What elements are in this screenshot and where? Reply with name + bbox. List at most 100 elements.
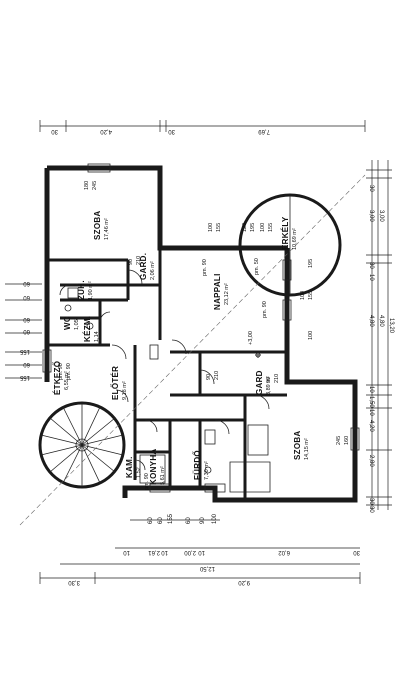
room-name-eloter: ELŐTÉR [111, 366, 120, 400]
opening-90a: 90 [128, 259, 134, 265]
room-area-konyha: 5,61 m² [160, 466, 166, 485]
room-name-furdo: FÜRDŐ [193, 450, 202, 480]
dim-bot-60c: 60 [186, 517, 192, 524]
dimension-right: 30 3,00 30 10 4,80 10 1,50 10 4,20 2,80 … [366, 160, 394, 513]
dim-bot-10b: 10 [161, 549, 168, 555]
dim-left-155b: 155 [19, 374, 30, 380]
dim-bot-100: 100 [212, 513, 218, 524]
dim-left-60c: 60 [23, 316, 30, 322]
dimension-bottom: 60 60 155 60 90 100 10 2,61 10 2,00 10 6… [39, 513, 361, 585]
dim-bot-60b: 60 [158, 517, 164, 524]
room-area-szoba-top: 17,46 m² [104, 218, 110, 240]
opening-100b: 100 [260, 223, 266, 232]
dim-right-10b: 10 [368, 386, 374, 393]
dim-bot-30: 30 [353, 549, 360, 555]
door-swings [59, 269, 270, 471]
fixtures [64, 287, 271, 493]
washbasin-icon [204, 429, 216, 445]
section-line [19, 174, 366, 526]
room-name-zuh: ZUH. [77, 280, 86, 300]
room-name-nappali: NAPPALI [213, 273, 222, 310]
dim-bot-90: 90 [200, 517, 206, 524]
dim-left-155a: 155 [19, 348, 30, 354]
opening-160: 160 [344, 436, 350, 445]
opening-155c: 155 [308, 291, 314, 300]
room-name-kezm: KÉZM. [83, 316, 92, 342]
window-szoba-top [87, 163, 111, 173]
dim-bot-920: 9,20 [238, 579, 250, 585]
interior-walls [47, 248, 287, 500]
pm-labels: pm. 90 pm. 50 pm. 90 pm. 90 pm. 90 pm. 9… [58, 258, 268, 490]
window-szoba-bottom [350, 427, 360, 451]
dim-top-1: 30 [51, 128, 58, 134]
opening-100a: 100 [208, 223, 214, 232]
dim-left-60a: 60 [23, 280, 30, 286]
dim-bot-155: 155 [168, 513, 174, 524]
room-area-erkely: 10,69 m² [292, 228, 298, 250]
dim-right-30b: 30 [368, 262, 374, 269]
opening-245: 245 [92, 181, 98, 190]
wc-icon [204, 466, 212, 474]
dimension-left: 60 60 60 60 155 60 155 [5, 280, 42, 380]
room-name-etkezo: ÉTKEZŐ [53, 361, 62, 395]
balcony-circle [238, 193, 342, 297]
room-name-erkely: ERKÉLY [281, 216, 290, 250]
room-area-szoba-bottom: 14,15 m² [304, 438, 310, 460]
pm-label-3: pm. 90 [262, 301, 268, 318]
room-name-szoba-bottom: SZOBA [293, 431, 302, 461]
window-etkezo [42, 349, 52, 373]
room-area-kam: 1,52 [136, 467, 142, 478]
toilet-icon [64, 304, 72, 312]
dim-right3-1320: 13,20 [388, 318, 394, 334]
dim-right-30a: 30 [368, 185, 374, 192]
opening-90c: 90 [266, 377, 272, 383]
opening-100d: 100 [308, 331, 314, 340]
dim-bot-200: 2,00 [184, 549, 196, 555]
dimension-top: 30 4,20 30 7,69 [39, 120, 366, 134]
dim-bot-330: 3,30 [68, 579, 80, 585]
dim-bot-10c: 10 [198, 549, 205, 555]
dim-right-480: 4,80 [368, 315, 374, 327]
room-name-konyha: KONYHA [149, 449, 158, 485]
pm-label-4: pm. 90 [58, 363, 64, 380]
dim-right-30d: 30 [368, 506, 374, 513]
room-area-zuh: 1,90 m² [88, 281, 94, 300]
dim-bot-602: 6,02 [278, 549, 290, 555]
room-name-szoba-top: SZOBA [93, 211, 102, 241]
dim-top-3: 30 [168, 128, 175, 134]
room-name-kam: KAM. [125, 456, 134, 478]
opening-120: 120 [242, 223, 248, 232]
bathtub-icon [229, 461, 271, 493]
dim-bot-261: 2,61 [148, 549, 160, 555]
dim-left-60e: 60 [23, 361, 30, 367]
dim-right-280: 2,80 [368, 455, 374, 467]
opening-195a: 195 [250, 223, 256, 232]
room-labels: SZOBA 17,46 m² ERKÉLY 10,69 m² NAPPALI 2… [53, 211, 310, 486]
dim-bot-60a: 60 [148, 517, 154, 524]
room-name-gard-top: GARD. [139, 253, 148, 280]
kitchen-counter-icon [139, 454, 166, 484]
window-nappali-2 [282, 299, 292, 321]
dim-right-150: 1,50 [368, 396, 374, 408]
window-furdo [204, 483, 226, 493]
sink-icon [86, 322, 94, 330]
shower-icon [247, 424, 269, 456]
opening-245b: 245 [336, 436, 342, 445]
opening-155b: 155 [268, 223, 274, 232]
dim-bot-10a: 10 [123, 549, 130, 555]
room-area-eloter: 9,18 m² [122, 381, 128, 400]
dim-top-2: 4,20 [100, 128, 112, 134]
opening-210a: 210 [136, 256, 142, 265]
room-area-furdo: 7,30 m² [204, 461, 210, 480]
opening-90b: 90 [206, 374, 212, 380]
cabinet-icon [149, 344, 159, 360]
dim-right-30c: 30 [368, 498, 374, 505]
room-area-kezm: 1,14 [94, 331, 100, 342]
pm-label-6: pm. 90 [144, 473, 150, 490]
pm-label-2: pm. 50 [254, 258, 260, 275]
level-mark: +3,00 [248, 331, 254, 345]
opening-210b: 210 [214, 371, 220, 380]
dim-right-420: 4,20 [368, 420, 374, 432]
room-area-gard-mid: 3,89 m² [266, 376, 272, 395]
